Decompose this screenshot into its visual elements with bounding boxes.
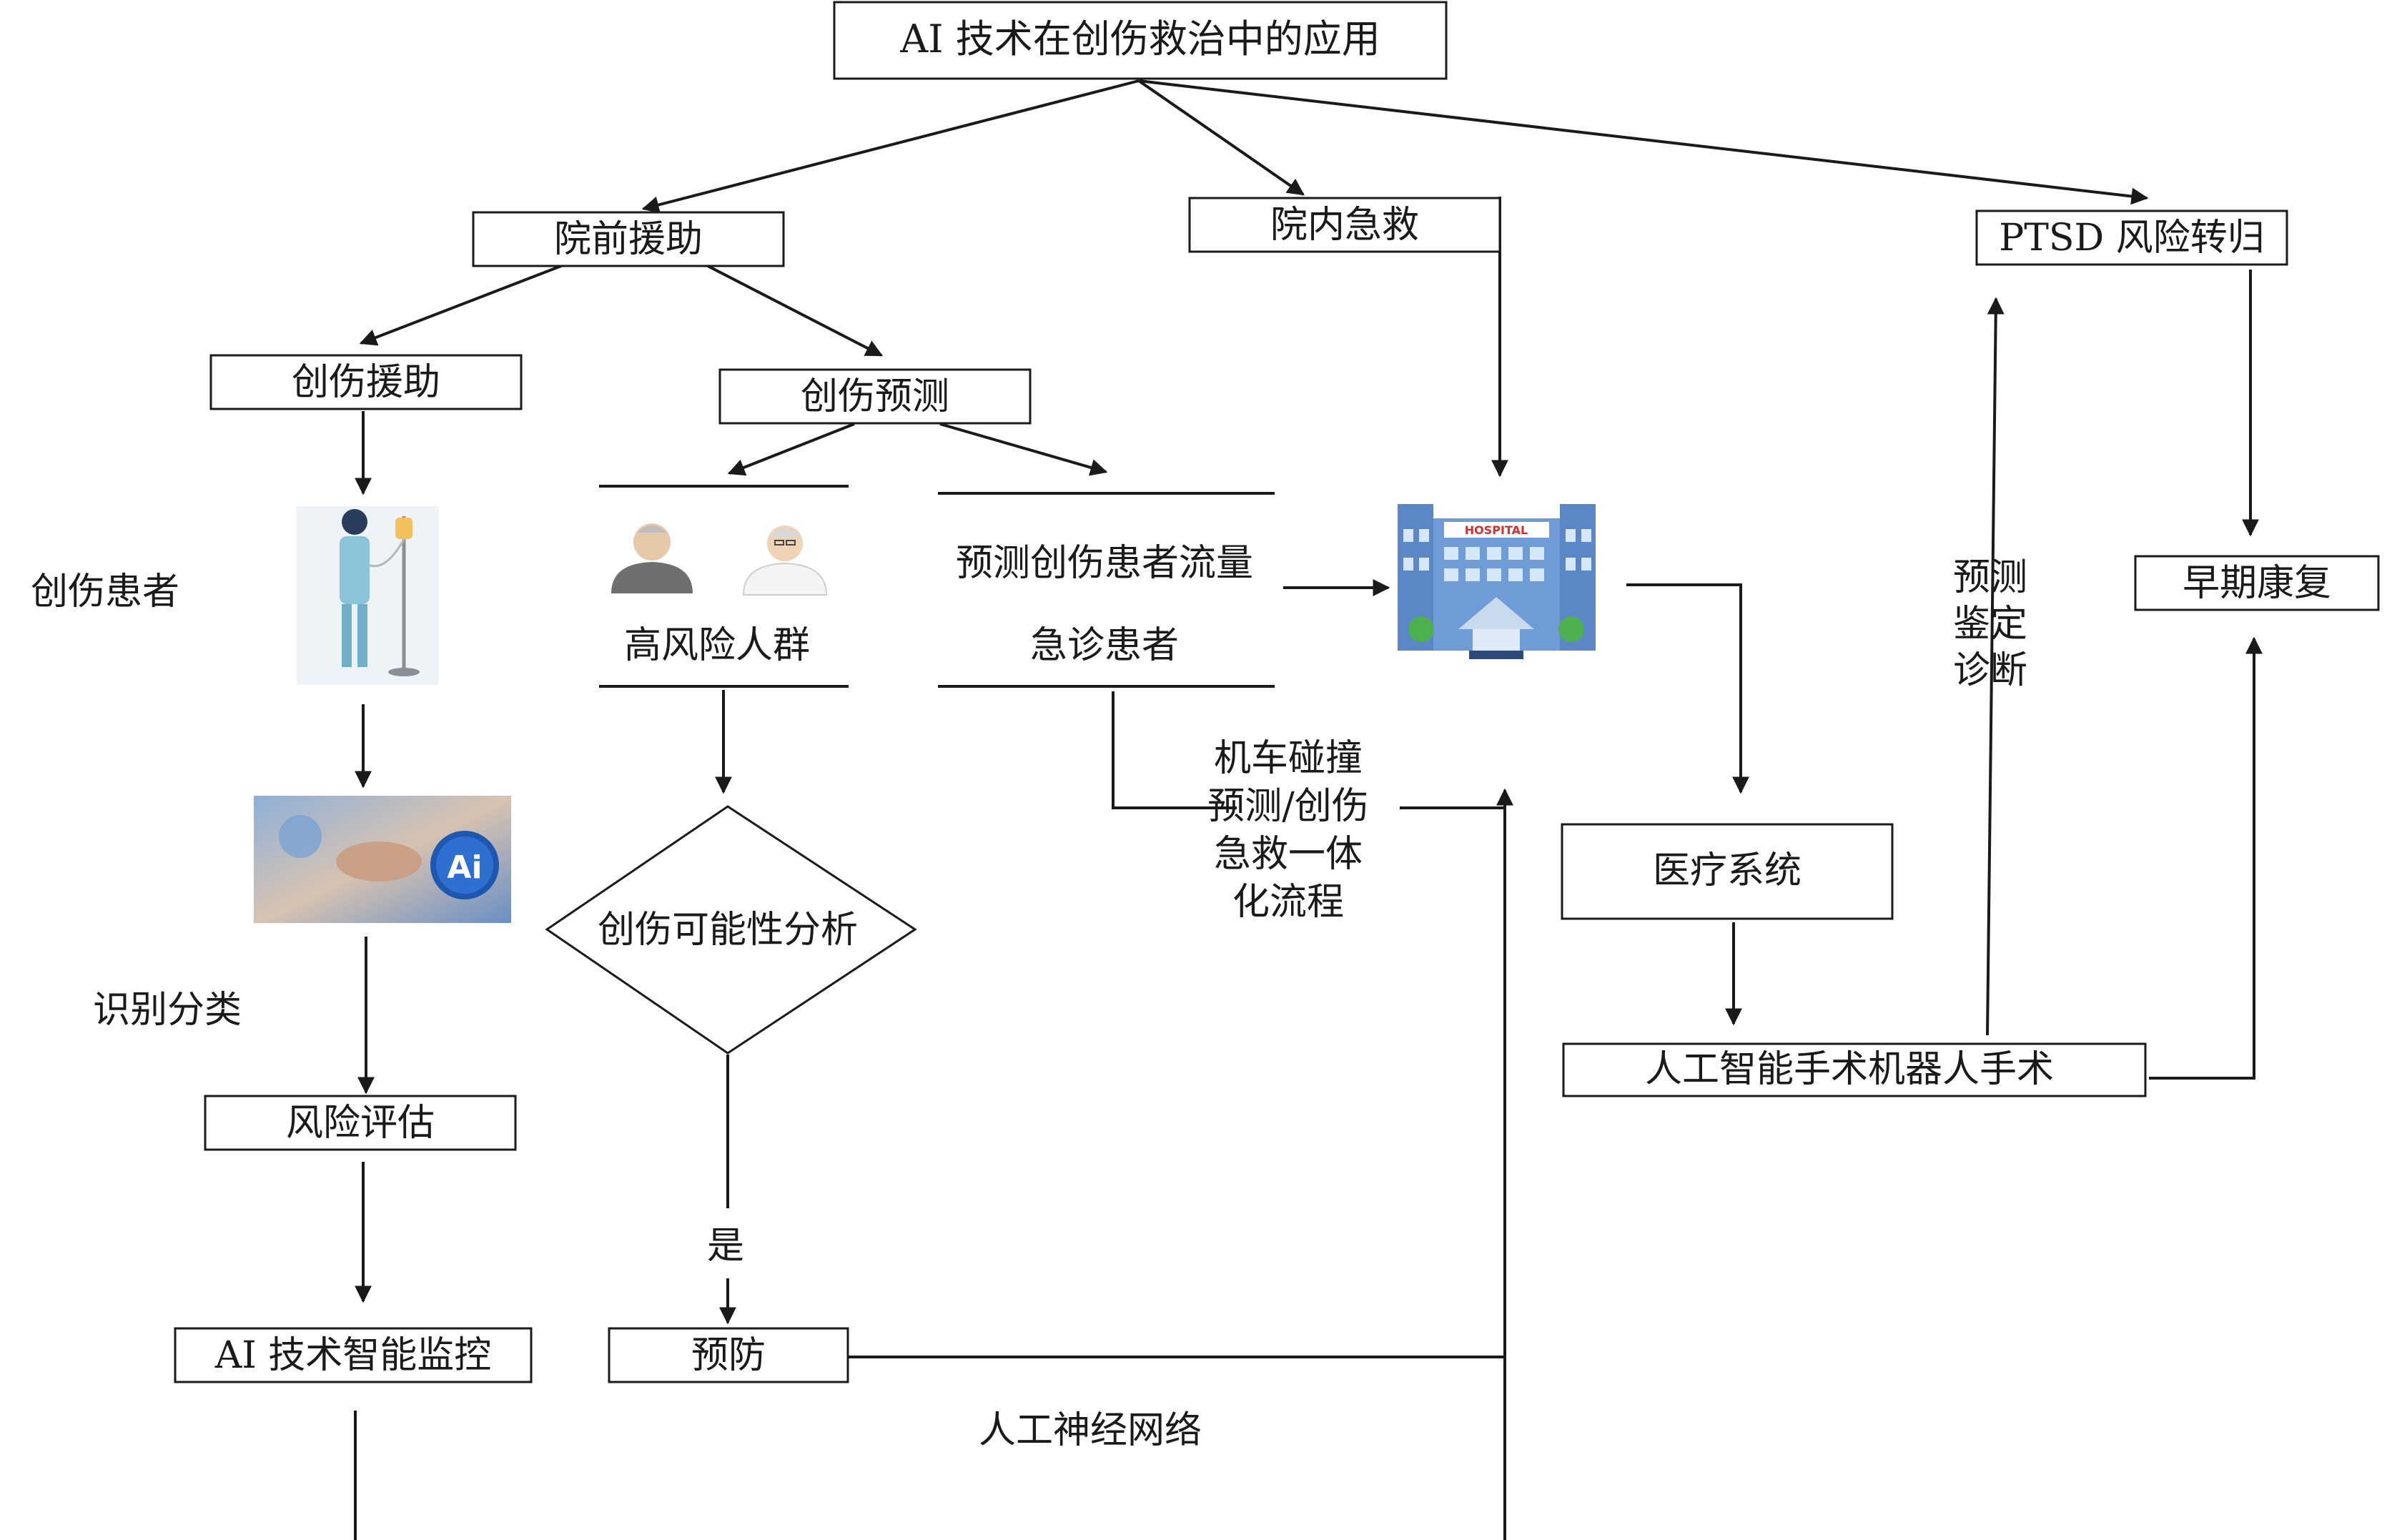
label-emergency: 急诊患者	[1030, 624, 1179, 667]
edge-robot-ptsd	[1986, 297, 2005, 1036]
edge-prehospital-predict	[707, 265, 884, 357]
edge-title-prehospital	[641, 79, 1140, 214]
edge-predict-flow	[939, 423, 1108, 476]
rehab-box	[2134, 555, 2380, 611]
node-ptsd: PTSD 风险转归	[1999, 217, 2265, 260]
decision-diamond	[545, 805, 917, 1055]
edge-prehospital-aid	[359, 265, 562, 346]
label-yes: 是	[707, 1225, 744, 1268]
patient-illustration	[297, 506, 438, 685]
hospital-illustration: HOSPITAL	[1398, 504, 1596, 659]
ptsd-box	[1975, 209, 2288, 266]
label-predict-flow: 预测创伤患者流量	[956, 542, 1253, 585]
trauma-aid-box	[209, 354, 523, 410]
label-motor-line-4: 化流程	[1232, 881, 1344, 924]
label-motor-line-3: 急救一体	[1214, 833, 1363, 876]
label-motor-line-2: 预测/创伤	[1207, 785, 1369, 828]
elderly-people-illustration	[611, 523, 828, 596]
inhospital-box	[1188, 197, 1501, 253]
risk-assess-box	[204, 1095, 517, 1151]
node-decision: 创伤可能性分析	[598, 909, 858, 952]
node-prehospital: 院前援助	[554, 218, 703, 261]
label-ann: 人工神经网络	[979, 1409, 1202, 1452]
label-trauma-patient: 创伤患者	[31, 571, 179, 613]
edge-hospital-medical	[1626, 583, 1749, 794]
edge-emergency-bracket	[1112, 691, 1237, 809]
title-box	[833, 1, 1448, 80]
label-diag-line-3: 诊断	[1953, 649, 2027, 692]
label-diag-line-2: 鉴定	[1953, 603, 2027, 646]
robot-surgery-box	[1562, 1042, 2147, 1097]
node-rehab: 早期康复	[2183, 562, 2331, 605]
edge-title-ptsd	[1138, 79, 2149, 205]
node-inhospital: 院内急救	[1270, 204, 1419, 247]
ai-monitor-box	[174, 1327, 533, 1383]
diagram-title: AI 技术在创伤救治中的应用	[899, 16, 1380, 61]
label-diag-line-1: 预测	[1953, 556, 2027, 599]
ai-technology-illustration: Ai	[254, 796, 511, 923]
medical-system-box	[1561, 823, 1894, 920]
node-risk-assess: 风险评估	[286, 1102, 435, 1145]
node-ai-monitor: AI 技术智能监控	[214, 1334, 492, 1377]
node-robot-surgery: 人工智能手术机器人手术	[1645, 1048, 2054, 1091]
edge-robot-rehab	[2149, 636, 2263, 1080]
svg-text:Ai: Ai	[447, 849, 482, 886]
node-trauma-aid: 创伤援助	[292, 361, 440, 404]
trauma-predict-box	[718, 368, 1032, 425]
hospital-sign: HOSPITAL	[1465, 523, 1528, 537]
node-medical-system: 医疗系统	[1653, 849, 1802, 892]
label-motor-line-1: 机车碰撞	[1214, 737, 1363, 780]
label-high-risk: 高风险人群	[624, 624, 810, 667]
label-identify: 识别分类	[93, 989, 242, 1032]
edge-title-inhospital	[1137, 79, 1305, 196]
prevent-box	[608, 1327, 849, 1383]
node-trauma-predict: 创伤预测	[801, 375, 949, 418]
edge-predict-highrisk	[727, 423, 855, 476]
edge-monitor-loop	[354, 1411, 357, 1540]
node-prevent: 预防	[691, 1334, 766, 1377]
prehospital-box	[472, 211, 785, 267]
